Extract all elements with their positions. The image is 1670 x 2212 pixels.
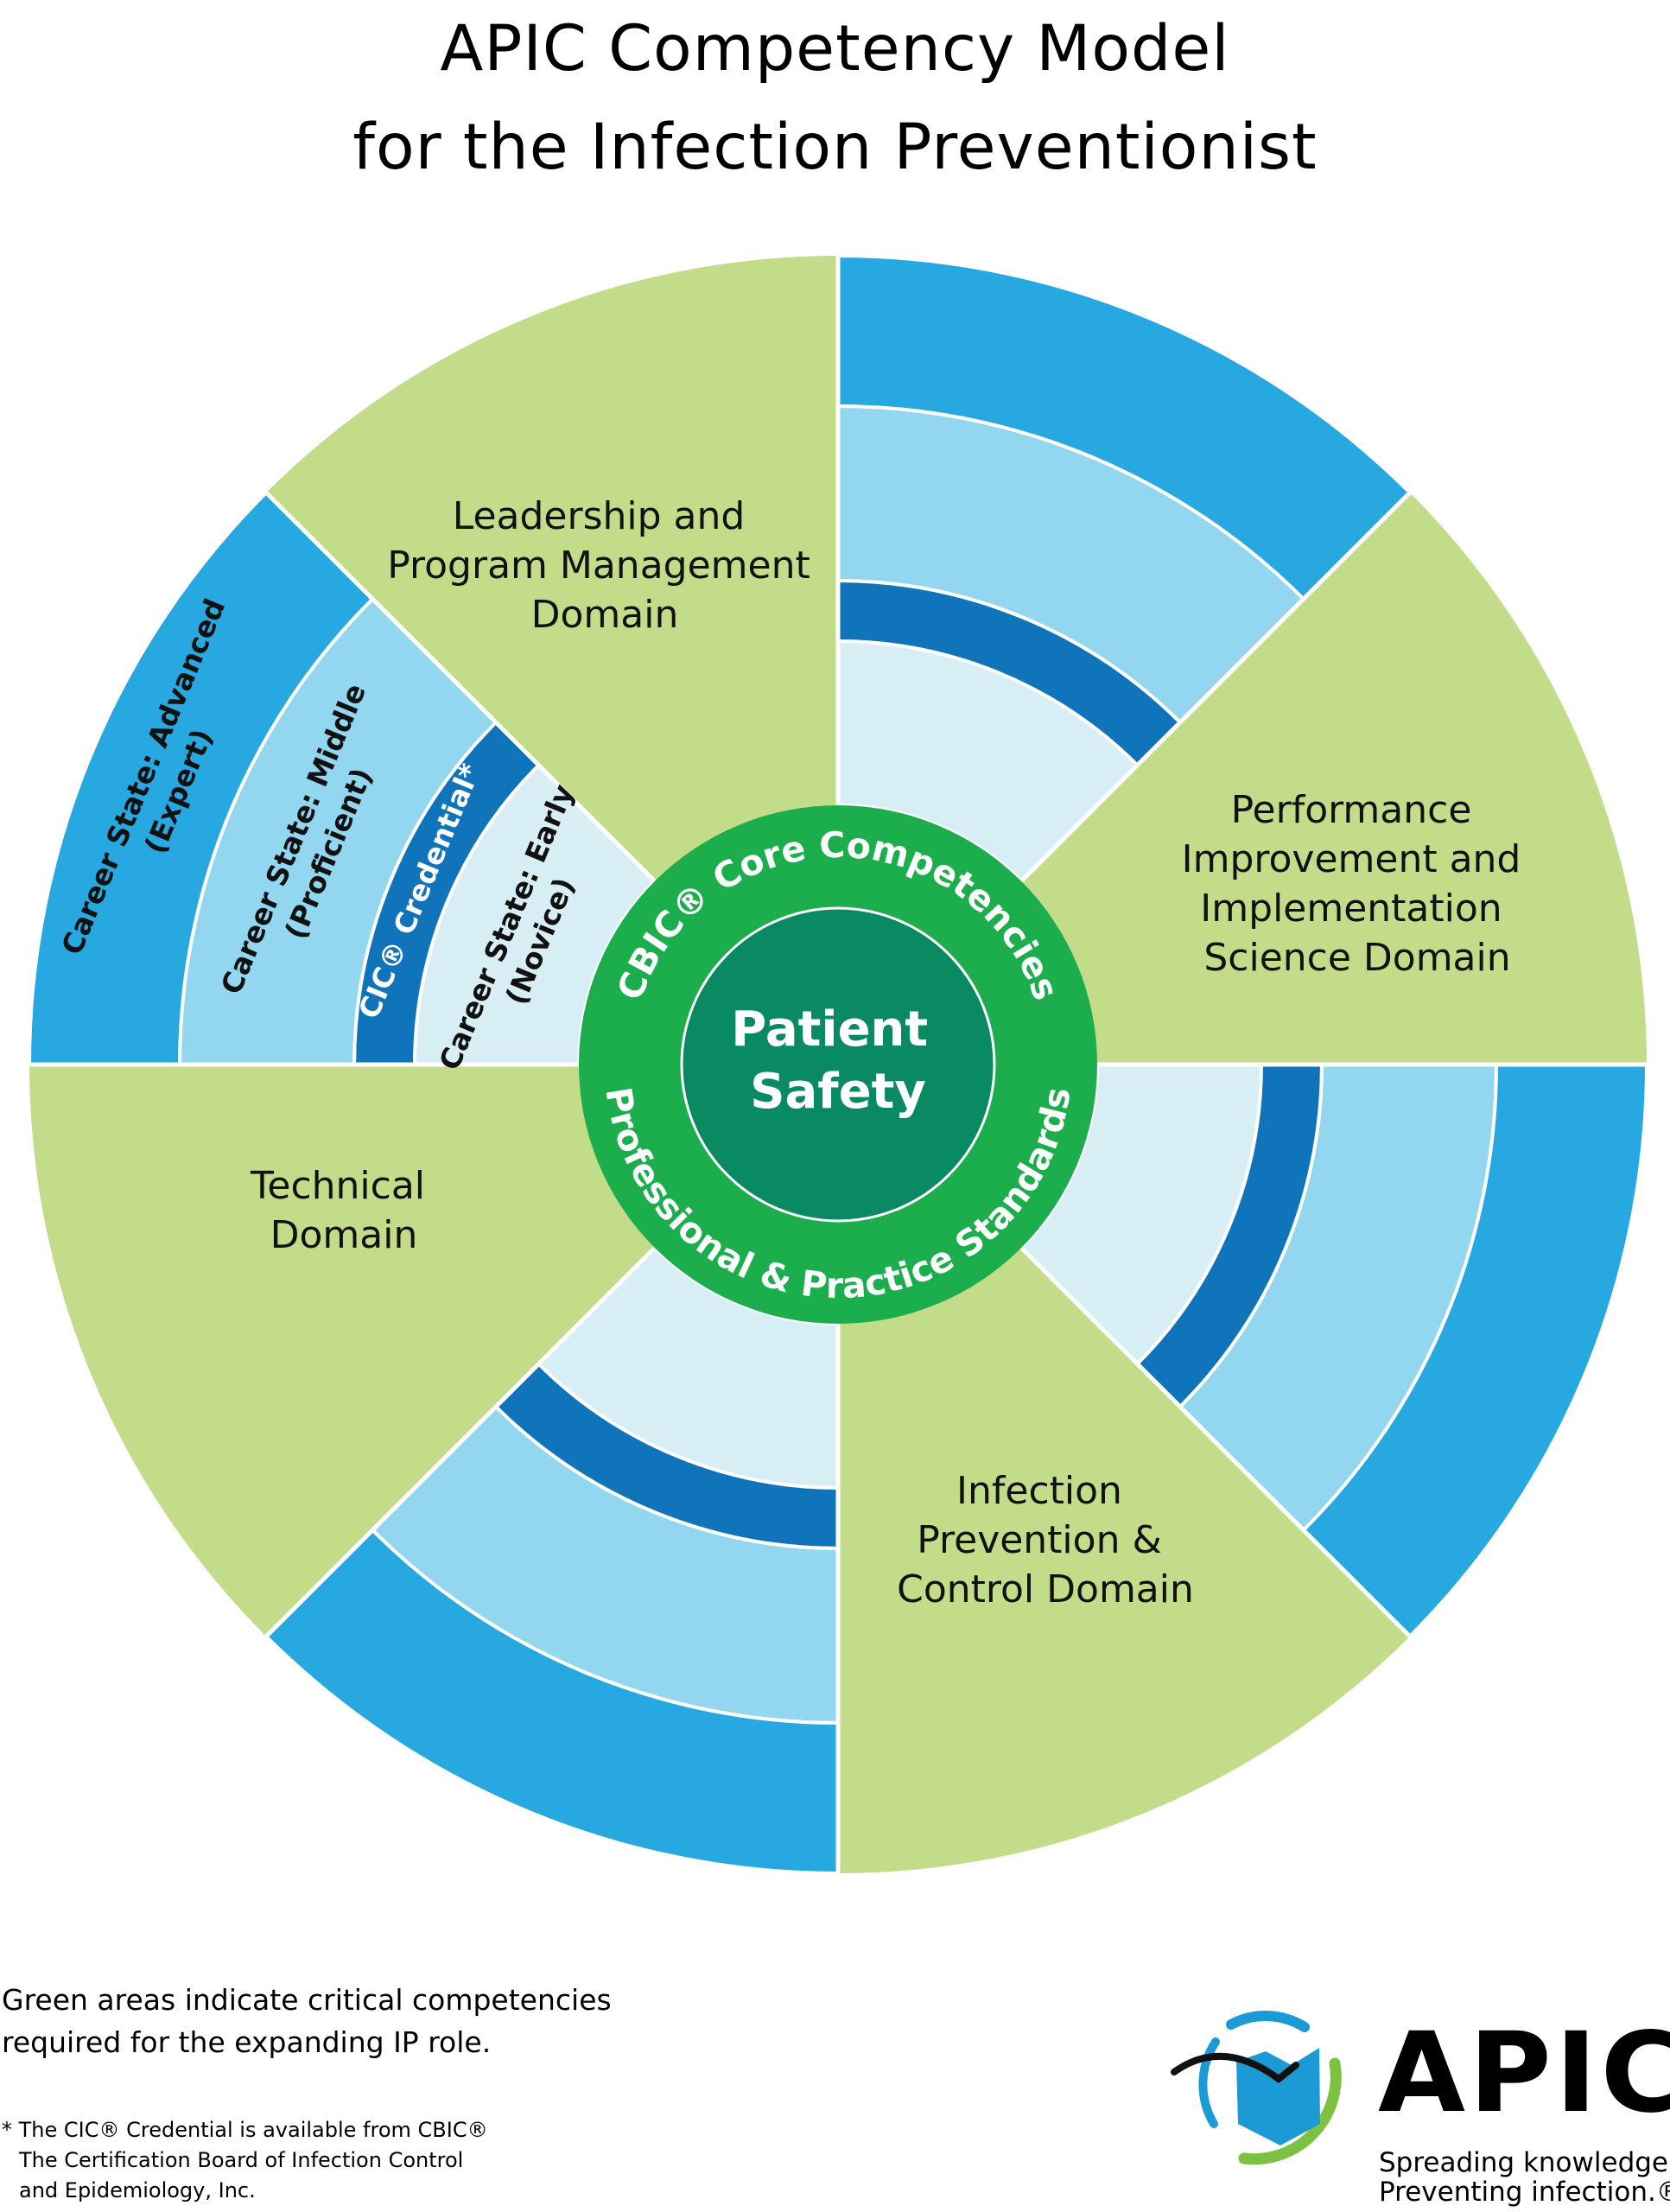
page-title: APIC Competency Model for the Infection … xyxy=(0,0,1670,197)
domain-label-technical: Technical Domain xyxy=(250,1164,437,1257)
footnote-line-1: * The CIC® Credential is available from … xyxy=(2,2118,488,2142)
career-sector-top-left xyxy=(27,490,657,1066)
footnote-line-3: and Epidemiology, Inc. xyxy=(19,2178,256,2202)
legend-note: Green areas indicate critical competenci… xyxy=(2,1979,612,2063)
domain-label-performance: Performance Improvement and Implementati… xyxy=(1182,788,1533,980)
apic-wordmark: APIC xyxy=(1378,2009,1670,2138)
title-line-1: APIC Competency Model xyxy=(440,12,1230,86)
footnote: * The CIC® Credential is available from … xyxy=(2,2115,488,2206)
center-label: Patient Safety xyxy=(731,1001,944,1120)
patient-safety-circle xyxy=(680,906,996,1223)
apic-tagline: Spreading knowledge. Preventing infectio… xyxy=(1379,2148,1670,2207)
tagline-line-1: Spreading knowledge. xyxy=(1379,2147,1670,2178)
title-line-2: for the Infection Preventionist xyxy=(352,111,1318,184)
domain-label-leadership: Leadership and Program Management Domain xyxy=(387,494,822,637)
footnote-line-2: The Certification Board of Infection Con… xyxy=(19,2148,464,2172)
career-sector-top-right xyxy=(836,253,1413,884)
legend-note-line-1: Green areas indicate critical competenci… xyxy=(2,1983,612,2017)
domain-label-infection-prevention: Infection Prevention & Control Domain xyxy=(897,1469,1194,1611)
career-sector-bottom-left xyxy=(264,1245,840,1876)
competency-wheel: Leadership and Program Management Domain… xyxy=(27,253,1647,1876)
legend-note-line-2: required for the expanding IP role. xyxy=(2,2025,492,2059)
apic-shield-logo-icon xyxy=(1171,2011,1342,2165)
tagline-line-2: Preventing infection.® xyxy=(1379,2177,1670,2208)
